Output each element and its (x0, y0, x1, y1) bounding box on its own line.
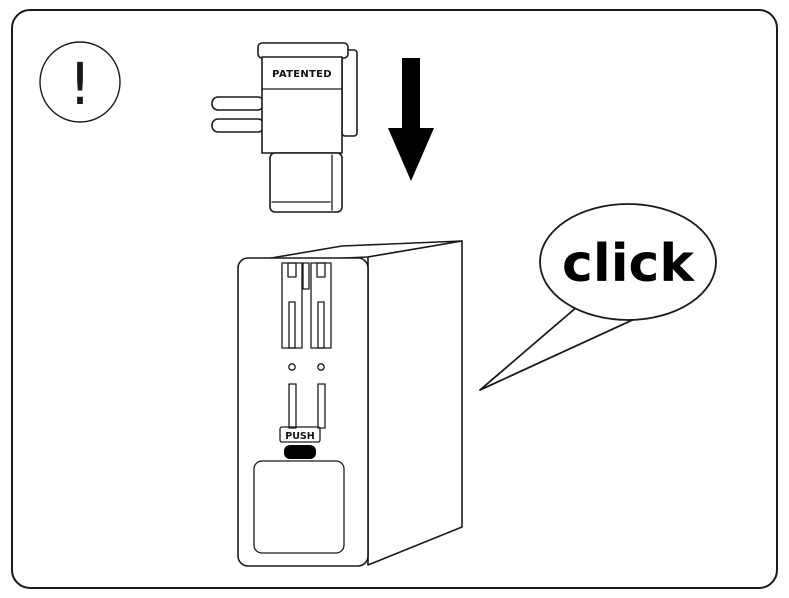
adapter-bottom-recess (253, 460, 345, 554)
plug-connector (269, 152, 343, 213)
plug-prong-top (211, 96, 265, 111)
push-label: PUSH (285, 431, 315, 442)
adapter-channel-right-tab (316, 262, 326, 278)
adapter-lower-slot-left (288, 383, 297, 429)
plug-cap (257, 42, 349, 59)
plug-unit: PATENTED (211, 42, 358, 213)
push-label-box (279, 426, 321, 443)
click-bubble: click (479, 203, 717, 391)
adapter-center-divider (302, 262, 310, 290)
warning-circle (39, 41, 121, 123)
patented-label: PATENTED (272, 69, 332, 80)
adapter-hole-left (288, 363, 296, 371)
adapter-slot-inner-right (317, 301, 325, 349)
adapter-front-face (237, 257, 369, 567)
push-button (284, 445, 316, 459)
click-label: click (562, 234, 695, 294)
plug-prong-bottom (211, 118, 265, 133)
adapter-channel-left-tab (287, 262, 297, 278)
adapter-hole-right (317, 363, 325, 371)
adapter-slot-inner-left (288, 301, 296, 349)
adapter-right-face (367, 240, 463, 566)
exclamation-mark: ! (68, 50, 91, 118)
plug-body (261, 56, 343, 154)
plug-side-rail (341, 49, 358, 137)
adapter-lower-slot-right (317, 383, 326, 429)
adapter-body: PUSH (237, 240, 463, 567)
bubble-body (539, 203, 717, 321)
warning-icon: ! (39, 41, 121, 123)
down-arrow-icon (388, 58, 434, 181)
